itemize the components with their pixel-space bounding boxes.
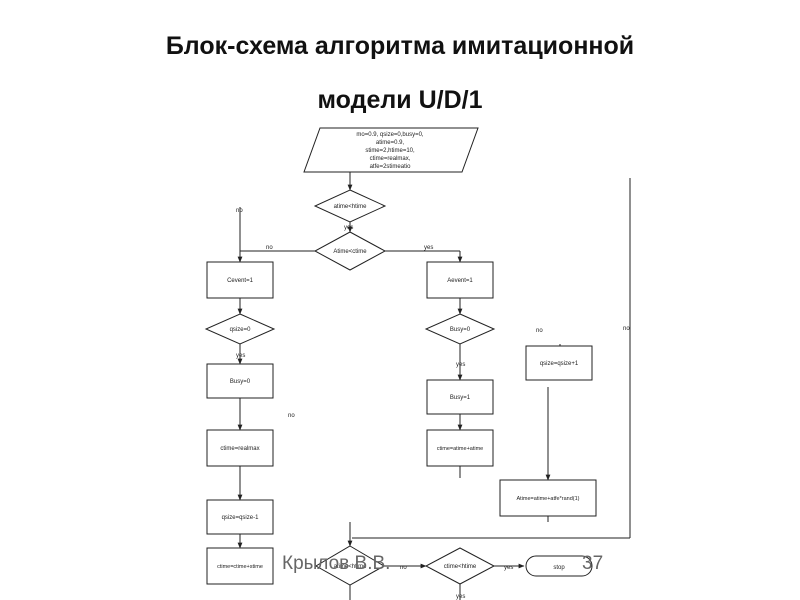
decision-atime-htime [313,189,387,223]
decision-qsize0 [204,313,276,345]
busy-set0-block [206,363,274,399]
label-no-2: no [266,245,273,251]
stop-terminator [525,555,593,577]
label-no-6: no [400,565,407,571]
slide-title-line1: Блок-схема алгоритма имитационной [165,32,635,60]
qsize-dec-block [206,499,274,535]
label-yes-2: yes [424,245,433,251]
qsize-inc-block [525,345,593,381]
cevent-label: Cevent=1 [227,278,254,284]
busy-set1-label: Busy=1 [450,395,471,401]
qsize-inc-label: qsize=qsize+1 [540,361,579,367]
decision-atime-htime-bottom [314,545,386,586]
aevent-label: Aevent=1 [447,278,473,284]
label-no-4: no [536,328,543,334]
ctime-atime-block [426,429,494,467]
init-line-3: stime=2,htime=10, [365,148,415,154]
init-data-block [303,127,479,173]
decision-qsize0-label: qsize=0 [230,327,252,333]
stop-label: stop [553,565,565,571]
cevent-block [206,261,274,299]
busy-set0-label: Busy=0 [230,379,251,385]
decision-atime-htime-bottom-label: atime<htime [334,564,368,570]
ctime-stime-block [206,547,274,585]
atime-update-label: Atime=atime+atfe*rand(1) [517,496,580,502]
decision-busy0-label: Busy=0 [450,327,471,333]
ctime-stime-label: ctime=ctime+stime [217,564,263,570]
label-no-5: no [623,326,630,332]
label-yes-4: yes [456,362,465,368]
label-no-3: no [288,413,295,419]
decision-atime-ctime [313,231,387,271]
decision-busy0 [424,313,496,345]
footer-author: Крылов В.В. [282,553,391,574]
decision-atime-htime-label: atime<htime [334,204,368,210]
qsize-dec-label: qsize=qsize-1 [222,515,260,521]
busy-set1-block [426,379,494,415]
decision-ctime-htime-label: ctime<htime [444,564,477,570]
ctime-atime-label: ctime=atime+atime [437,446,483,452]
init-line-5: atfe=2stimeatio [370,164,412,170]
label-yes-1: yes [344,225,353,231]
init-line-4: ctime=realmax, [370,156,411,162]
ctime-realmax-label: ctime=realmax [220,446,259,452]
atime-update-block [499,479,597,517]
decision-atime-ctime-label: Atime<ctime [333,249,367,255]
footer-page-number: 37 [582,553,604,574]
label-no-1: no [236,208,243,214]
slide-title-line2: модели U/D/1 [317,86,483,114]
label-yes-5: yes [504,565,513,571]
decision-ctime-htime [424,547,496,585]
init-line-2: atime=0.9, [376,140,405,146]
init-line-1: mo=0.9, qsize=0,busy=0, [356,132,424,138]
aevent-block [426,261,494,299]
label-yes-6: yes [456,594,465,600]
label-yes-3: yes [236,353,245,359]
ctime-realmax-block [206,429,274,467]
